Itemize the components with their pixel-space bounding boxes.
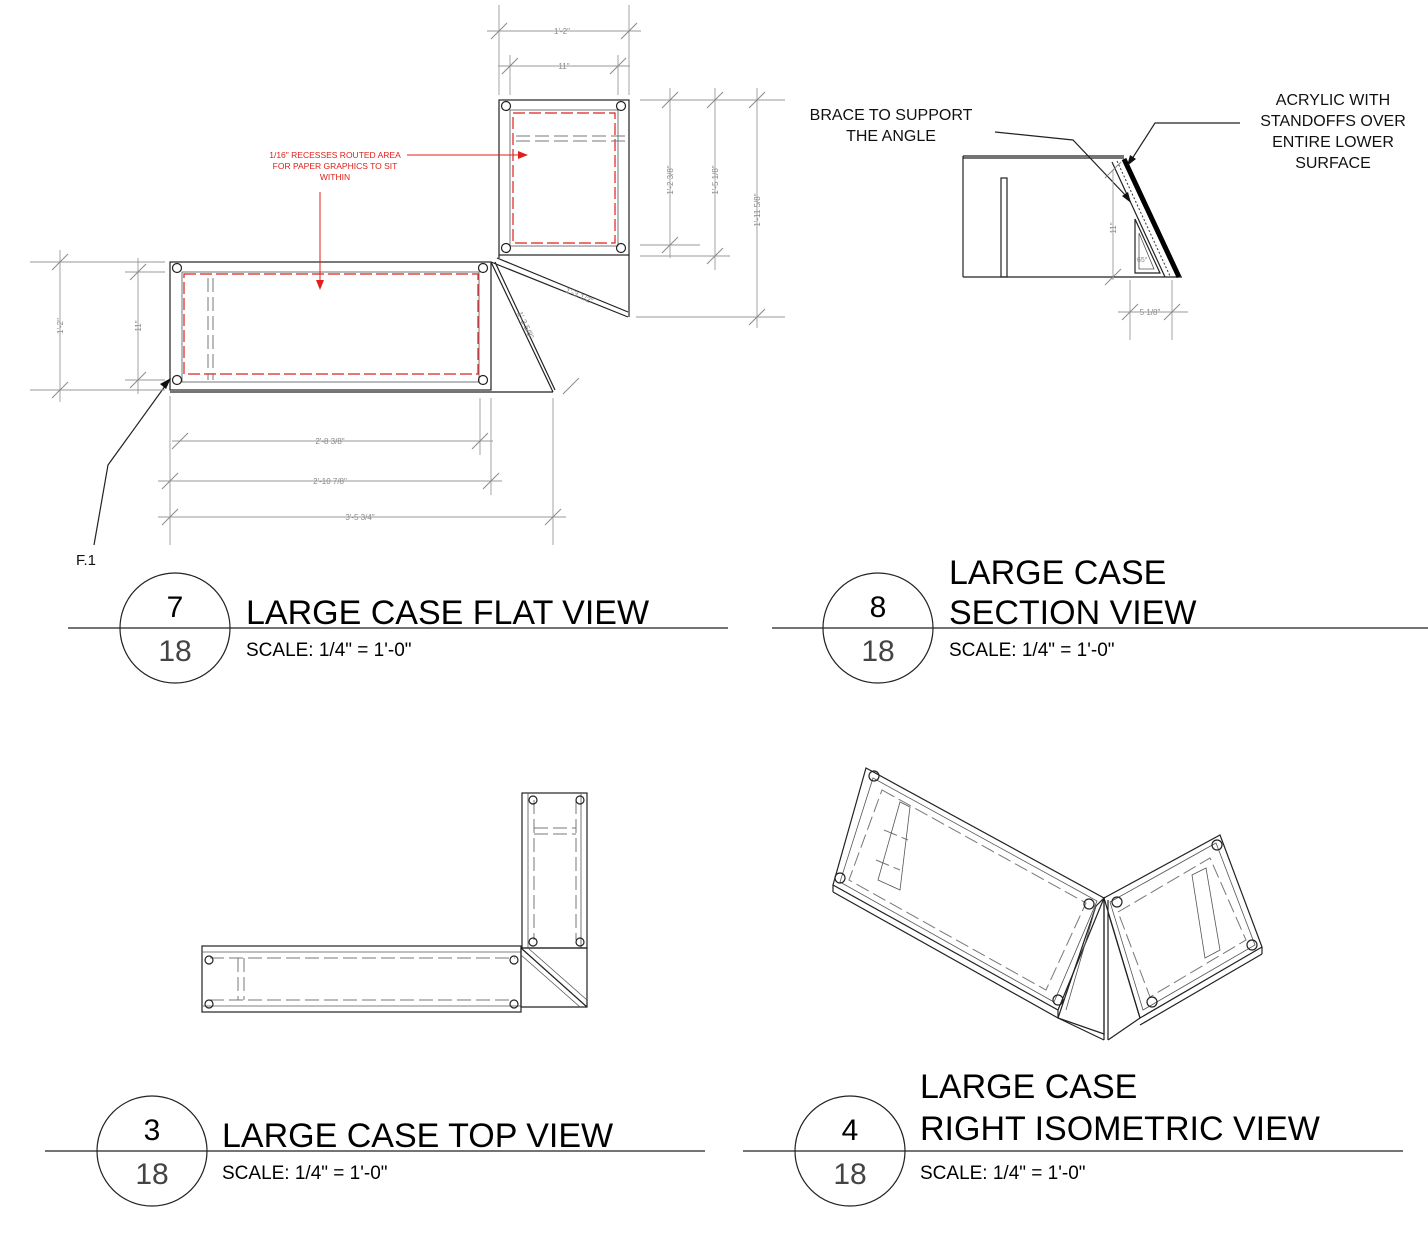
dim-right-b: 1'-5 1/8" [711,165,720,194]
view-3-sheet: 18 [135,1158,168,1191]
brace-note-line2: THE ANGLE [846,128,936,145]
brace-note-line1: BRACE TO SUPPORT [810,107,973,124]
title-block-view-7: 7 18 LARGE CASE FLAT VIEW SCALE: 1/4" = … [68,572,728,684]
view-3-scale: SCALE: 1/4" = 1'-0" [222,1163,388,1184]
dim-right-c: 1'-11 5/8" [753,193,762,226]
dim-left-overall: 1'-2" [56,318,65,334]
recess-note-line1: 1/16" RECESSES ROUTED AREA [269,150,401,160]
view-3-number: 3 [144,1114,161,1147]
dim-bottom-a: 2'-8 3/8" [315,437,344,446]
dim-bottom-b: 2'-10 7/8" [313,477,347,486]
dim-top-inner: 11" [558,62,569,71]
isometric-view-drawing [832,767,1263,1041]
acrylic-note-line4: SURFACE [1295,155,1371,172]
dim-top-overall: 1'-2" [554,27,570,36]
dim-section-depth: 5 1/8" [1140,308,1161,317]
section-view-drawing: 65° BRACE TO SUPPORT THE ANGLE ACRYLIC W… [810,92,1406,340]
view-7-scale: SCALE: 1/4" = 1'-0" [246,640,412,661]
acrylic-note-line3: ENTIRE LOWER [1272,134,1394,151]
view-4-title-line2: RIGHT ISOMETRIC VIEW [920,1110,1320,1148]
view-7-number: 7 [167,591,184,624]
title-block-view-8: 8 18 LARGE CASE SECTION VIEW SCALE: 1/4"… [772,554,1428,684]
flat-view-drawing: 1/16" RECESSES ROUTED AREA FOR PAPER GRA… [30,5,785,569]
title-block-view-3: 3 18 LARGE CASE TOP VIEW SCALE: 1/4" = 1… [45,1095,705,1207]
dim-left-inner: 11" [134,320,143,331]
acrylic-note-line1: ACRYLIC WITH [1276,92,1390,109]
view-8-title-line2: SECTION VIEW [949,594,1196,632]
view-8-title-line1: LARGE CASE [949,554,1166,592]
view-4-sheet: 18 [833,1158,866,1191]
view-4-title-line1: LARGE CASE [920,1068,1137,1106]
view-4-number: 4 [842,1114,859,1147]
view-7-title: LARGE CASE FLAT VIEW [246,594,649,632]
title-block-view-4: 4 18 LARGE CASE RIGHT ISOMETRIC VIEW SCA… [743,1068,1403,1207]
view-4-scale: SCALE: 1/4" = 1'-0" [920,1163,1086,1184]
dim-section-height: 11" [1109,222,1118,233]
view-8-scale: SCALE: 1/4" = 1'-0" [949,640,1115,661]
view-8-number: 8 [870,591,887,624]
acrylic-note-line2: STANDOFFS OVER [1260,113,1406,130]
dim-section-angle: 65° [1137,256,1148,264]
top-view-drawing [201,792,588,1013]
view-3-title: LARGE CASE TOP VIEW [222,1117,613,1155]
view-7-sheet: 18 [158,635,191,668]
dim-right-a: 1'-2 3/8" [666,165,675,194]
recess-note-line2: FOR PAPER GRAPHICS TO SIT [273,161,398,171]
dim-angle-a: 1'-3 1/2" [564,286,595,306]
view-8-sheet: 18 [861,635,894,668]
dim-bottom-c: 3'-5 3/4" [345,513,374,522]
recess-note-line3: WITHIN [320,172,350,182]
callout-f1: F.1 [76,552,96,569]
dim-angle-b: 1'-3 5/8" [515,310,536,340]
